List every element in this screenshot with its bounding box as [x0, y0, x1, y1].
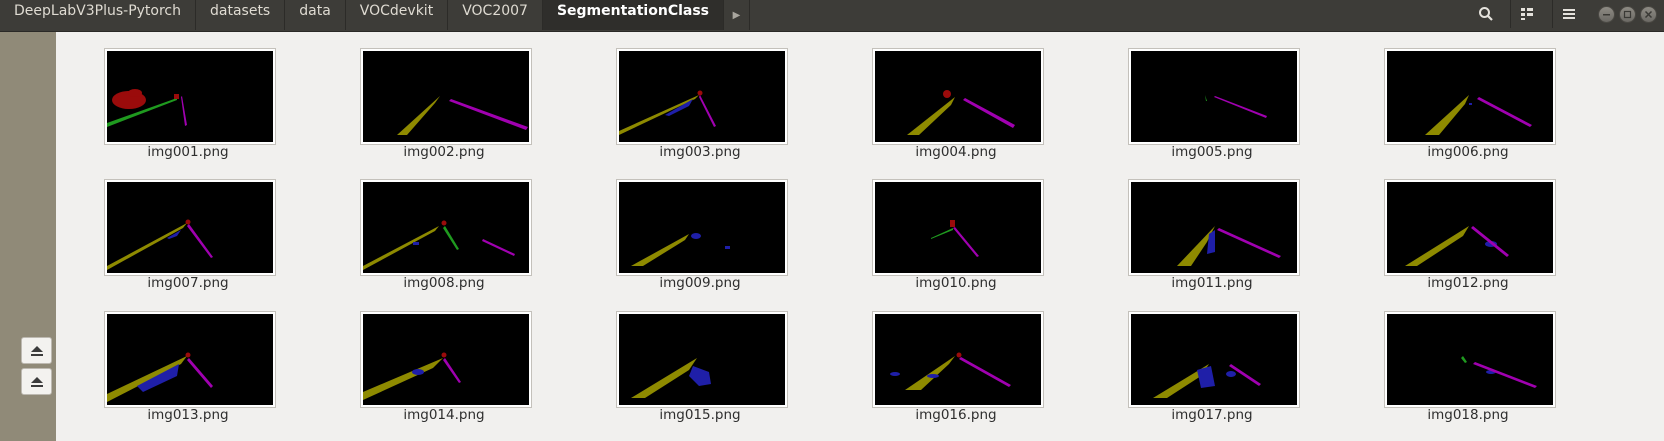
file-thumbnail	[617, 49, 787, 144]
file-item[interactable]: img003.png	[588, 32, 787, 160]
menu-button[interactable]	[1552, 0, 1585, 28]
file-thumbnail	[105, 312, 275, 407]
file-item[interactable]: img017.png	[1100, 295, 1299, 423]
chevron-right-icon: ▶	[732, 9, 741, 21]
file-item[interactable]: img014.png	[332, 295, 531, 423]
breadcrumb-item-voc2007[interactable]: VOC2007	[448, 0, 543, 30]
file-name: img001.png	[147, 144, 229, 160]
file-thumbnail	[617, 312, 787, 407]
eject-icon	[30, 345, 43, 356]
maximize-button[interactable]	[1619, 6, 1636, 23]
file-name: img007.png	[147, 275, 229, 291]
eject-icon	[30, 376, 43, 387]
breadcrumb-item-deeplabv3plus-pytorch[interactable]: DeepLabV3Plus-Pytorch	[0, 0, 196, 30]
file-name: img003.png	[659, 144, 741, 160]
file-name: img016.png	[915, 407, 997, 423]
file-item[interactable]: img018.png	[1356, 295, 1555, 423]
breadcrumb-item-data[interactable]: data	[285, 0, 346, 30]
close-button[interactable]	[1640, 6, 1657, 23]
file-name: img010.png	[915, 275, 997, 291]
file-item[interactable]: img016.png	[844, 295, 1043, 423]
file-name: img012.png	[1427, 275, 1509, 291]
file-name: img015.png	[659, 407, 741, 423]
breadcrumb-forward-button[interactable]: ▶	[724, 0, 751, 30]
file-name: img004.png	[915, 144, 997, 160]
maximize-icon	[1623, 10, 1632, 19]
menu-icon	[1563, 9, 1575, 19]
file-thumbnail	[873, 180, 1043, 275]
file-thumbnail	[105, 49, 275, 144]
file-item[interactable]: img009.png	[588, 163, 787, 291]
file-name: img014.png	[403, 407, 485, 423]
file-thumbnail	[873, 49, 1043, 144]
file-item[interactable]: img002.png	[332, 32, 531, 160]
file-item[interactable]: img004.png	[844, 32, 1043, 160]
close-icon	[1644, 10, 1653, 19]
file-item[interactable]: img011.png	[1100, 163, 1299, 291]
file-thumbnail	[105, 180, 275, 275]
minimize-icon	[1603, 14, 1610, 16]
header-bar: DeepLabV3Plus-Pytorch datasets data VOCd…	[0, 0, 1664, 32]
file-item[interactable]: img010.png	[844, 163, 1043, 291]
file-thumbnail	[361, 180, 531, 275]
file-name: img009.png	[659, 275, 741, 291]
file-name: img011.png	[1171, 275, 1253, 291]
breadcrumb-item-vocdevkit[interactable]: VOCdevkit	[346, 0, 449, 30]
eject-button[interactable]	[21, 337, 52, 364]
places-sidebar	[0, 32, 56, 441]
file-thumbnail	[1129, 312, 1299, 407]
breadcrumb-item-segmentationclass[interactable]: SegmentationClass	[542, 0, 725, 30]
file-thumbnail	[617, 180, 787, 275]
file-item[interactable]: img012.png	[1356, 163, 1555, 291]
search-icon	[1479, 7, 1493, 21]
file-thumbnail	[1385, 180, 1555, 275]
file-name: img006.png	[1427, 144, 1509, 160]
breadcrumb-item-datasets[interactable]: datasets	[196, 0, 286, 30]
file-item[interactable]: img005.png	[1100, 32, 1299, 160]
file-thumbnail	[1129, 49, 1299, 144]
file-name: img013.png	[147, 407, 229, 423]
file-thumbnail	[1129, 180, 1299, 275]
file-name: img018.png	[1427, 407, 1509, 423]
file-item[interactable]: img007.png	[76, 163, 275, 291]
file-thumbnail	[361, 49, 531, 144]
view-options-button[interactable]	[1510, 0, 1543, 28]
file-name: img002.png	[403, 144, 485, 160]
file-item[interactable]: img008.png	[332, 163, 531, 291]
file-item[interactable]: img001.png	[76, 32, 275, 160]
minimize-button[interactable]	[1598, 6, 1615, 23]
view-options-icon	[1521, 8, 1533, 20]
file-thumbnail	[361, 312, 531, 407]
file-item[interactable]: img015.png	[588, 295, 787, 423]
file-thumbnail	[1385, 49, 1555, 144]
search-button[interactable]	[1470, 0, 1502, 28]
file-name: img005.png	[1171, 144, 1253, 160]
eject-button[interactable]	[21, 368, 52, 395]
file-item[interactable]: img013.png	[76, 295, 275, 423]
file-item[interactable]: img006.png	[1356, 32, 1555, 160]
file-name: img017.png	[1171, 407, 1253, 423]
file-thumbnail	[1385, 312, 1555, 407]
breadcrumb: DeepLabV3Plus-Pytorch datasets data VOCd…	[0, 0, 751, 31]
file-name: img008.png	[403, 275, 485, 291]
file-grid: img001.png img002.png img003.png	[56, 32, 1664, 441]
file-thumbnail	[873, 312, 1043, 407]
